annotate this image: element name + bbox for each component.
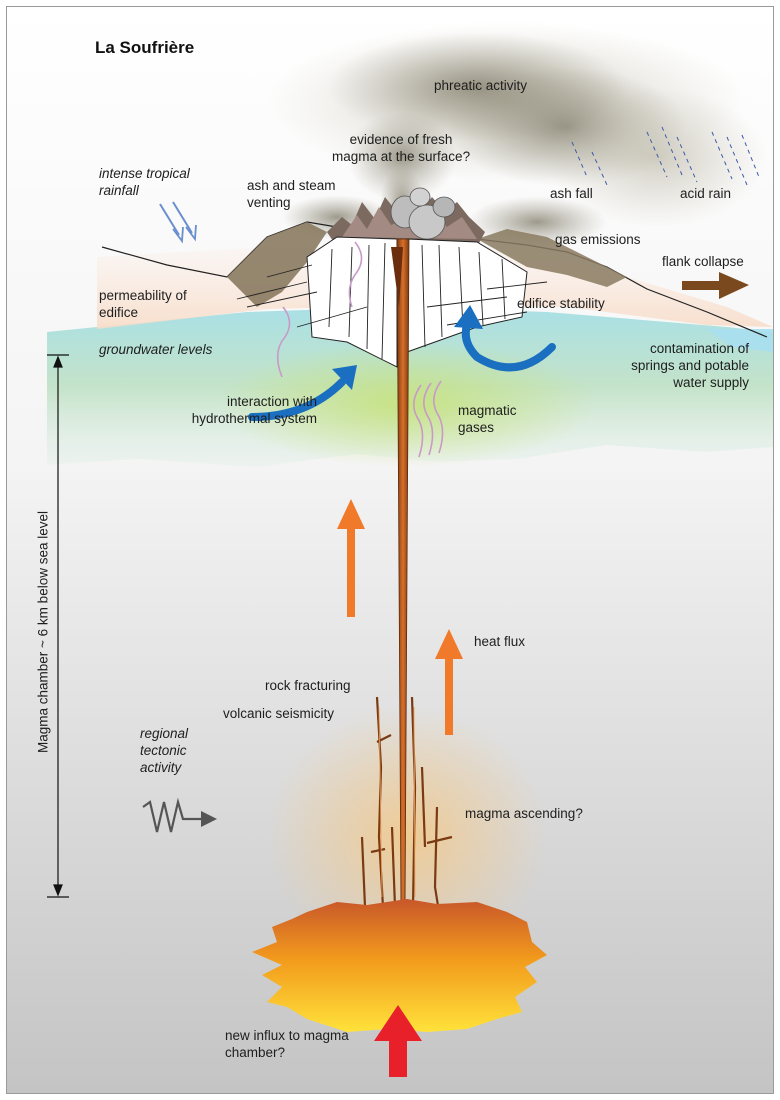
label-magma-ascending: magma ascending? bbox=[465, 806, 583, 821]
label-edifice-stability: edifice stability bbox=[517, 296, 605, 311]
label-volcanic-seismicity: volcanic seismicity bbox=[223, 706, 335, 721]
magmatic-gas-trails bbox=[276, 241, 444, 458]
diagram-title: La Soufrière bbox=[95, 38, 195, 57]
heat-flux-arrow-lower bbox=[435, 629, 463, 735]
volcano-diagram bbox=[7, 7, 773, 1093]
influx-arrow bbox=[374, 1005, 422, 1077]
acid-rain-streaks bbox=[571, 126, 760, 186]
label-fresh-magma: evidence of fresh magma at the surface? bbox=[332, 132, 471, 164]
label-new-influx: new influx to magma chamber? bbox=[225, 1028, 349, 1060]
label-hydrothermal-interaction: interaction with hydrothermal system bbox=[191, 394, 317, 426]
label-phreatic-activity: phreatic activity bbox=[434, 78, 528, 93]
label-magmatic-gases: magmatic gases bbox=[458, 403, 517, 435]
left-flank bbox=[227, 222, 327, 307]
label-ash-steam-venting: ash and steam venting bbox=[247, 178, 336, 210]
label-contamination: contamination of springs and potable wat… bbox=[631, 341, 749, 390]
label-depth-scale: Magma chamber ~ 6 km below sea level bbox=[35, 511, 51, 753]
tectonic-zigzag-arrow bbox=[142, 797, 217, 833]
label-rock-fracturing: rock fracturing bbox=[265, 678, 351, 693]
circulation-arrow-left bbox=[248, 365, 357, 421]
label-tropical-rainfall: intense tropical rainfall bbox=[99, 166, 190, 198]
label-gas-emissions: gas emissions bbox=[555, 232, 641, 247]
rainfall-arrows bbox=[159, 201, 197, 244]
flank-collapse-arrow bbox=[682, 272, 749, 299]
circulation-arrow-right bbox=[454, 305, 556, 372]
right-flank bbox=[477, 229, 627, 287]
label-permeability: permeability of edifice bbox=[99, 288, 187, 320]
label-heat-flux: heat flux bbox=[474, 634, 526, 649]
label-groundwater-levels: groundwater levels bbox=[99, 342, 213, 357]
label-acid-rain: acid rain bbox=[680, 186, 732, 201]
fractured-edifice bbox=[236, 236, 548, 368]
label-ash-fall: ash fall bbox=[550, 186, 593, 201]
summit-boulders bbox=[390, 187, 456, 240]
diagram-frame: La Soufrière phreatic activity evidence … bbox=[6, 6, 774, 1094]
label-flank-collapse: flank collapse bbox=[662, 254, 744, 269]
heat-flux-arrow-upper bbox=[337, 499, 365, 617]
depth-scale-bar bbox=[47, 354, 69, 898]
magma-chamber bbox=[252, 899, 547, 1032]
label-regional-tectonic: regional tectonic activity bbox=[140, 726, 189, 775]
